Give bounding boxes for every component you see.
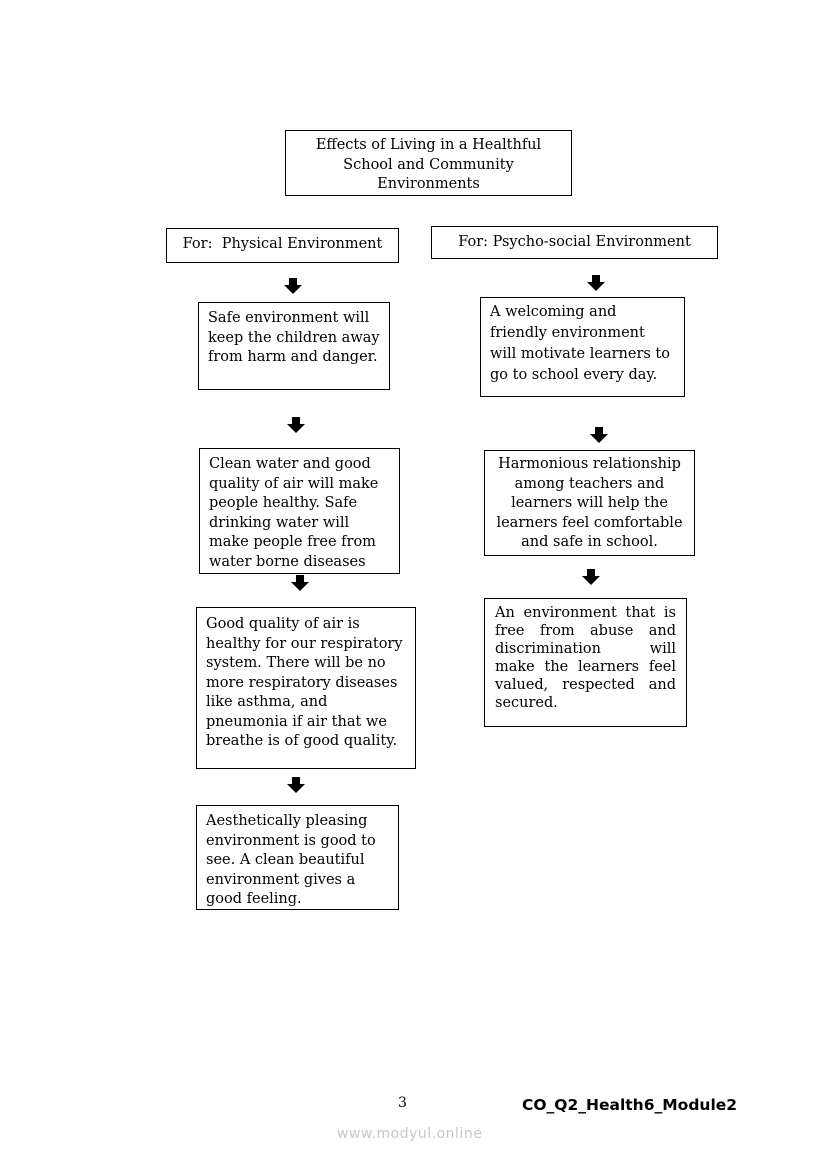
arrow-down-icon xyxy=(582,569,600,585)
arrow-down-icon xyxy=(291,575,309,591)
psycho-social-effect-box-2: Harmonious relationship among teachers a… xyxy=(484,450,695,556)
arrow-down-icon xyxy=(284,278,302,294)
psycho-social-effect-text-3: An environment that is free from abuse a… xyxy=(495,605,676,711)
physical-effect-text-1: Safe environment will keep the children … xyxy=(208,310,380,365)
psycho-social-environment-header: For: Psycho-social Environment xyxy=(431,226,718,259)
physical-effect-text-2: Clean water and good quality of air will… xyxy=(209,456,379,570)
physical-effect-box-2: Clean water and good quality of air will… xyxy=(199,448,400,574)
physical-effect-box-1: Safe environment will keep the children … xyxy=(198,302,390,390)
arrow-down-icon xyxy=(287,777,305,793)
watermark: www.modyul.online xyxy=(337,1126,483,1142)
physical-effect-text-4: Aesthetically pleasing environment is go… xyxy=(206,813,376,907)
diagram-title-box: Effects of Living in a Healthful School … xyxy=(285,130,572,196)
module-code: CO_Q2_Health6_Module2 xyxy=(522,1096,738,1114)
psycho-social-effect-box-3: An environment that is free from abuse a… xyxy=(484,598,687,727)
arrow-down-icon xyxy=(587,275,605,291)
psycho-social-effect-text-2: Harmonious relationship among teachers a… xyxy=(496,456,683,550)
psycho-social-effect-text-1: A welcoming and friendly environment wil… xyxy=(490,304,670,383)
physical-environment-header-label: For: Physical Environment xyxy=(182,236,383,252)
physical-effect-box-3: Good quality of air is healthy for our r… xyxy=(196,607,416,769)
psycho-social-environment-header-label: For: Psycho-social Environment xyxy=(458,234,691,250)
physical-environment-header: For: Physical Environment xyxy=(166,228,399,263)
arrow-down-icon xyxy=(590,427,608,443)
page-number: 3 xyxy=(398,1095,407,1111)
arrow-down-icon xyxy=(287,417,305,433)
physical-effect-box-4: Aesthetically pleasing environment is go… xyxy=(196,805,399,910)
psycho-social-effect-box-1: A welcoming and friendly environment wil… xyxy=(480,297,685,397)
physical-effect-text-3: Good quality of air is healthy for our r… xyxy=(206,616,403,749)
diagram-title: Effects of Living in a Healthful School … xyxy=(315,137,542,192)
